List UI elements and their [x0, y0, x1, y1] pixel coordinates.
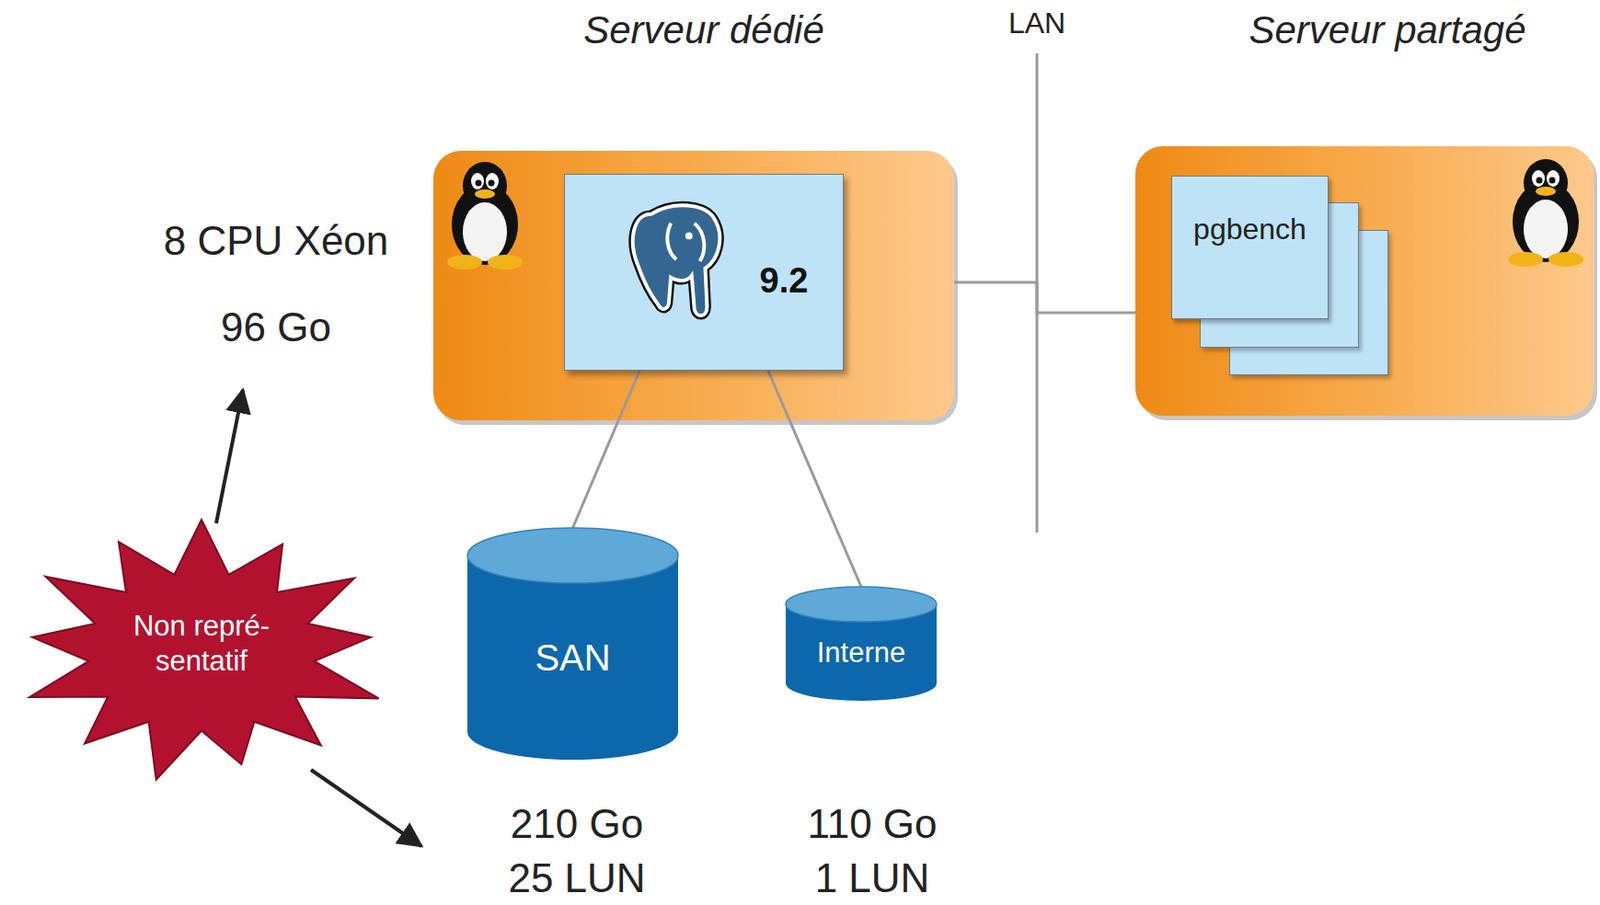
server-fill: [1135, 146, 1594, 416]
storage-cylinder: SAN: [467, 528, 679, 760]
server-heading: Serveur dédié: [583, 7, 825, 54]
storage-label: SAN: [534, 635, 611, 680]
cylinder-body: [467, 555, 679, 760]
server-fill: [433, 150, 955, 421]
capacity-label: 110 Go: [806, 802, 937, 847]
capacity-label: 210 Go: [510, 802, 644, 847]
version-number: 9.2: [759, 260, 809, 303]
dedicated-server-box: Serveur dédié9.2: [433, 150, 955, 421]
warning-starburst: Non repré- sentatif: [10, 517, 393, 786]
server-heading: Serveur partagé: [1248, 7, 1526, 54]
database-box: 9.2: [564, 173, 844, 371]
lun-label: 1 LUN: [815, 856, 931, 901]
storage-label: Interne: [817, 635, 907, 670]
postgresql-logo: [633, 205, 720, 316]
server-backdrops: [433, 146, 1598, 426]
linux-penguin: [1507, 159, 1584, 267]
lun-label: 25 LUN: [507, 856, 645, 901]
storage-cylinder: Interne: [785, 587, 937, 702]
pgbench-box: pgbench: [1171, 175, 1329, 320]
starburst-shape: [29, 519, 379, 781]
warning-text: Non repré- sentatif: [109, 609, 294, 678]
spec-label: 8 CPU Xéon: [163, 218, 390, 264]
process-label: pgbench: [1193, 211, 1307, 247]
connector-line: [954, 282, 1136, 313]
connector-line: [768, 370, 862, 588]
network-label: LAN: [1008, 7, 1066, 40]
cylinder-top: [467, 528, 679, 584]
leader-arrow: [310, 770, 422, 847]
connector-line: [573, 370, 641, 529]
cylinder-top: [785, 587, 937, 622]
leader-arrow: [216, 390, 243, 524]
shared-server-box: Serveur partagépgbench: [1135, 146, 1594, 416]
linux-penguin: [447, 161, 523, 270]
spec-label: 96 Go: [220, 305, 332, 350]
